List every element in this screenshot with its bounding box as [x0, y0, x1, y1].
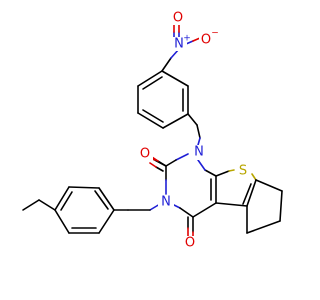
ring-nitrogen-3-atom: N	[158, 195, 174, 210]
bond	[155, 166, 164, 172]
bond	[54, 186, 70, 211]
bond	[215, 170, 230, 177]
bond	[175, 153, 189, 161]
bond	[255, 179, 283, 192]
bond	[161, 70, 189, 87]
ring-nitrogen-1-atom: N	[191, 145, 207, 160]
atom-symbol: O	[201, 33, 211, 48]
bond	[196, 124, 201, 139]
bond	[157, 160, 167, 167]
bond	[142, 109, 164, 123]
nitro-oxygen-top-atom: O	[170, 11, 186, 26]
bond	[197, 137, 201, 146]
bond	[98, 187, 115, 211]
bond	[215, 202, 248, 207]
atom-symbol: O	[173, 11, 183, 26]
atom-charge: +	[183, 34, 191, 44]
atom-symbol: N	[194, 145, 204, 160]
bond	[162, 113, 189, 129]
atom-labels: N + O O − N N O O	[137, 11, 251, 251]
bond	[246, 220, 281, 234]
molecule-structure: N + O O − N N O O	[22, 11, 283, 251]
bond	[192, 202, 217, 218]
bond	[137, 70, 163, 87]
atom-symbol: O	[185, 236, 195, 251]
bond	[251, 173, 257, 181]
bond	[149, 162, 157, 168]
atom-symbol: O	[140, 147, 150, 162]
carbonyl-oxygen-2-atom: O	[137, 147, 153, 162]
bond-layer	[22, 23, 283, 237]
bond	[192, 37, 201, 42]
bond	[98, 209, 115, 234]
bond	[197, 159, 206, 171]
bond	[38, 199, 56, 211]
bond	[165, 159, 177, 167]
atom-symbol: S	[239, 164, 247, 179]
thiophene-sulfur-atom: S	[235, 164, 251, 179]
bond	[22, 199, 40, 211]
nitro-oxygen-right-atom: O −	[199, 29, 219, 48]
atom-symbol: N	[161, 195, 171, 210]
bond	[204, 169, 217, 177]
bond	[179, 207, 194, 218]
bond	[187, 113, 198, 126]
atom-charge: −	[211, 29, 219, 39]
bond	[228, 169, 235, 172]
atom-symbol: N	[174, 37, 184, 52]
bond	[279, 190, 283, 222]
bond	[54, 209, 70, 234]
bond	[60, 191, 73, 211]
carbonyl-oxygen-4-atom: O	[182, 236, 198, 251]
bond	[137, 112, 164, 129]
bond	[242, 183, 252, 205]
bond	[185, 40, 194, 45]
bond	[142, 76, 163, 90]
bond	[246, 179, 257, 207]
nitro-nitrogen-atom: N +	[171, 34, 191, 52]
bond	[161, 57, 172, 72]
bond	[68, 186, 100, 189]
bond	[94, 190, 109, 210]
